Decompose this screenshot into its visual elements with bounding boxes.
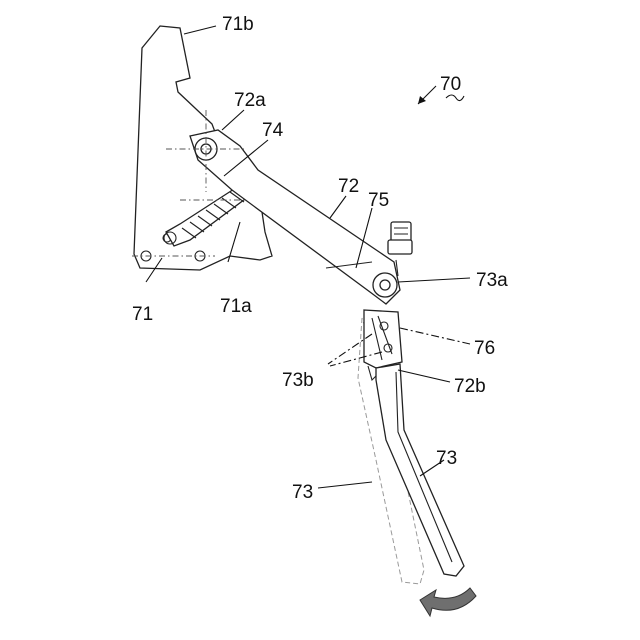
label-73b: 73b	[282, 370, 314, 391]
label-72: 72	[338, 176, 359, 197]
label-76: 76	[474, 338, 495, 359]
label-71a: 71a	[220, 296, 252, 317]
label-73-right: 73	[436, 448, 457, 469]
curved-arrow-icon	[420, 588, 476, 616]
label-75: 75	[368, 190, 389, 211]
label-73a: 73a	[476, 270, 508, 291]
label-72b: 72b	[454, 376, 486, 397]
label-73-left: 73	[292, 482, 313, 503]
label-71b: 71b	[222, 14, 254, 35]
label-70: 70	[440, 74, 461, 95]
label-74: 74	[262, 120, 284, 141]
label-72a: 72a	[234, 90, 266, 111]
label-71: 71	[132, 304, 153, 325]
